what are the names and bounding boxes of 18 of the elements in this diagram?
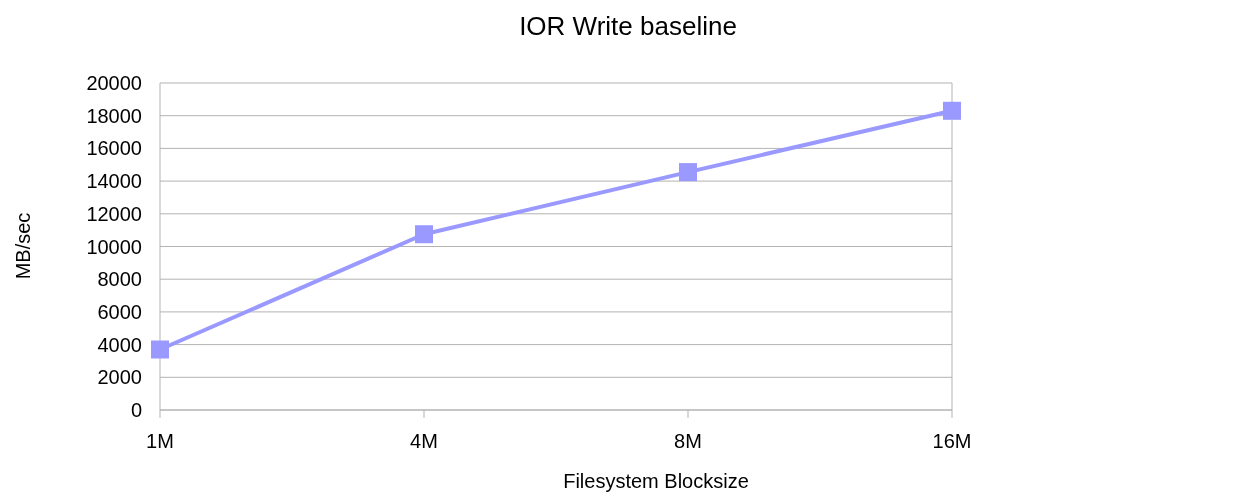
tick-label: 6000 bbox=[97, 300, 142, 323]
tick-label: 2000 bbox=[97, 366, 142, 389]
tick-label: 1M bbox=[146, 430, 174, 452]
tick-label: 16000 bbox=[86, 137, 142, 160]
tick-label: 16M bbox=[932, 430, 972, 452]
tick-label: 4000 bbox=[97, 333, 142, 356]
tick-label: 0 bbox=[130, 399, 142, 421]
tick-label: 18000 bbox=[86, 104, 142, 127]
axis-title: MB/sec bbox=[12, 212, 34, 280]
tick-label: 10000 bbox=[86, 235, 142, 258]
chart-title: IOR Write baseline bbox=[519, 11, 737, 41]
tick-label: 12000 bbox=[86, 202, 142, 225]
tick-label: 20000 bbox=[86, 72, 142, 94]
tick-label: 14000 bbox=[86, 170, 142, 193]
tick-label: 8000 bbox=[97, 268, 142, 291]
axis-title: Filesystem Blocksize bbox=[563, 470, 749, 492]
tick-label: 4M bbox=[410, 430, 438, 452]
tick-label: 8M bbox=[674, 430, 702, 452]
